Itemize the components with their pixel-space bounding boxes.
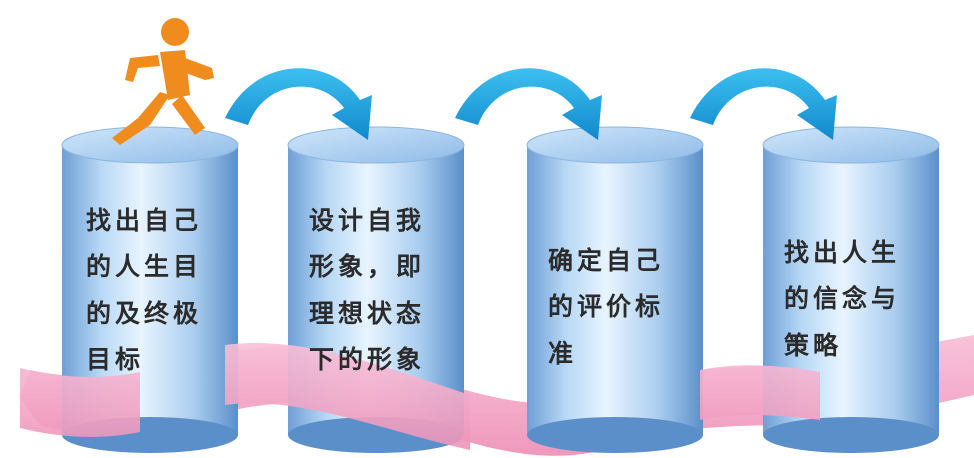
pillar-2-line-4: 下的形象 [309,344,426,374]
pillar-1 [61,126,239,453]
pillar-3-line-2: 的评价标 [548,292,665,322]
pillar-4-line-2: 的信念与 [784,284,901,314]
ribbon-front [20,343,820,450]
curved-arrow-icon [225,68,372,140]
curved-arrow-icon [690,68,837,140]
pillar-4-line-3: 策略 [784,330,843,360]
pillar-1-text: 找出自己 的人生目 的及终极 目标 [86,198,202,383]
pillar-2-line-3: 理想状态 [309,298,426,328]
pillar-3-line-1: 确定自己 [548,246,665,275]
pillar-1-line-1: 找出自己 [86,206,203,235]
pillar-3-line-3: 准 [548,338,578,368]
running-person-icon [112,18,214,145]
pillar-2-line-1: 设计自我 [309,206,426,235]
pillar-1-line-2: 的人生目 [86,252,203,282]
pillar-2-line-2: 形象，即 [309,252,426,282]
pillar-3-text: 确定自己 的评价标 准 [548,238,664,377]
pillar-1-line-3: 的及终极 [86,298,203,328]
curved-arrow-icon [455,68,602,140]
pillar-1-line-4: 目标 [86,344,145,374]
pillar-4-line-1: 找出人生 [784,238,901,267]
pillar-3 [526,126,704,453]
pillar-2-text: 设计自我 形象，即 理想状态 下的形象 [309,198,425,383]
pillar-4-text: 找出人生 的信念与 策略 [784,230,900,369]
